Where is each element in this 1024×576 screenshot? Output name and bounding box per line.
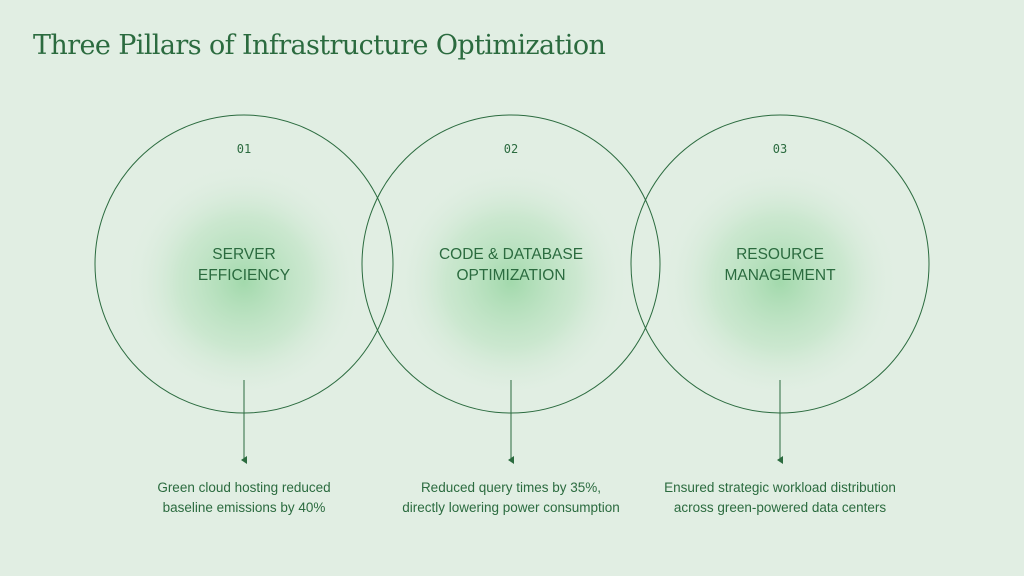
- pillar-1-description-line-1: Green cloud hosting reduced: [157, 480, 331, 495]
- pillar-2-name-line-1: CODE & DATABASE: [438, 246, 584, 263]
- pillar-2-description: Reduced query times by 35%, directly low…: [366, 478, 656, 518]
- pillar-1-glow: [124, 150, 364, 390]
- pillar-2-name: CODE & DATABASE OPTIMIZATION: [411, 244, 611, 286]
- pillar-1-name-line-2: EFFICIENCY: [197, 267, 291, 284]
- pillar-1-name: SERVER EFFICIENCY: [144, 244, 344, 286]
- pillar-1-number: 01: [236, 142, 252, 156]
- pillar-2-glow: [391, 150, 631, 390]
- pillar-3-description-line-1: Ensured strategic workload distribution: [664, 480, 896, 495]
- pillar-3-name-line-1: RESOURCE: [736, 246, 824, 263]
- pillar-3-name: RESOURCE MANAGEMENT: [680, 244, 880, 286]
- pillar-3-description: Ensured strategic workload distribution …: [635, 478, 925, 518]
- pillar-3-description-line-2: across green-powered data centers: [673, 500, 887, 515]
- pillar-2-description-line-1: Reduced query times by 35%,: [420, 480, 602, 495]
- pillar-3-name-line-2: MANAGEMENT: [724, 267, 836, 284]
- pillar-1-name-line-1: SERVER: [212, 246, 276, 263]
- diagram-title: Three Pillars of Infrastructure Optimiza…: [33, 30, 606, 61]
- pillar-1-description: Green cloud hosting reduced baseline emi…: [99, 478, 389, 518]
- pillar-3-number: 03: [772, 142, 788, 156]
- pillar-2-number: 02: [503, 142, 519, 156]
- pillar-2-description-line-2: directly lowering power consumption: [402, 500, 620, 515]
- pillar-3-glow: [660, 150, 900, 390]
- pillar-2-name-line-2: OPTIMIZATION: [456, 267, 566, 284]
- pillar-1-description-line-2: baseline emissions by 40%: [162, 500, 326, 515]
